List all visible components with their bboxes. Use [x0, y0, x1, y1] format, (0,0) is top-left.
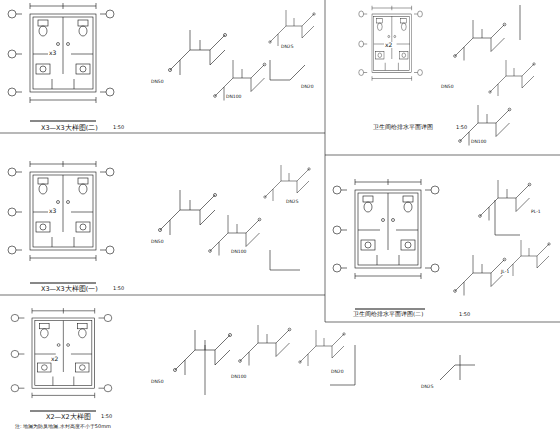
drawing-title: 卫生间给排水平面详图 [372, 125, 434, 131]
pipe-note: DN25 [420, 385, 435, 390]
pipe-note: DN25 [280, 45, 295, 50]
pipe-note: DN50 [440, 85, 455, 90]
pipe-note: x2 [384, 42, 393, 48]
pipe-note: x2 [50, 356, 59, 362]
drawing-title: X3—X3大样图(二) [40, 125, 99, 132]
drawing-title: X2—X2大样图 [45, 414, 92, 421]
pipe-note: DN50 [150, 240, 165, 245]
pipe-note: x3 [48, 208, 57, 214]
drawing-title: 1:50 [100, 414, 113, 419]
pipe-note: DN20 [330, 370, 345, 375]
drawing-title: 1:50 [455, 125, 468, 130]
pipe-note: DN25 [285, 200, 300, 205]
pipe-note: DN100 [230, 375, 247, 380]
drawing-title: 卫生间给排水平面详图(二) [352, 312, 424, 318]
pipe-note: JL-1 [500, 270, 510, 275]
pipe-note: DN100 [225, 95, 242, 100]
pipe-note: DN20 [300, 85, 315, 90]
pipe-note: DN50 [150, 380, 165, 385]
pipe-note: DN100 [230, 250, 247, 255]
drawing-title: 1:50 [458, 312, 471, 317]
drawing-title: 注: 地漏为防臭地漏,水封高度不小于50mm [14, 424, 112, 429]
drawing-title: 1:50 [112, 286, 125, 291]
drawing-title: 1:50 [112, 125, 125, 130]
pipe-note: DN50 [150, 80, 165, 85]
drawing-title: X3—X3大样图(一) [40, 286, 99, 293]
pipe-note: DN100 [470, 140, 487, 145]
pipe-note: PL-1 [530, 210, 542, 215]
pipe-note: x3 [48, 50, 57, 56]
